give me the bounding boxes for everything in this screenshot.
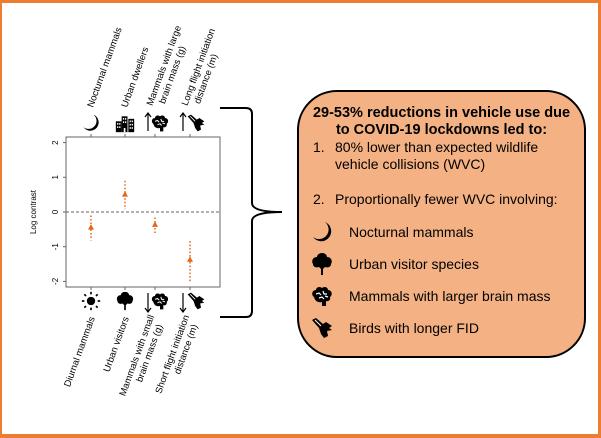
trait-nocturnal: Nocturnal mammals (309, 220, 473, 244)
summary-title-line-1: 29-53% reductions in vehicle use due (312, 105, 571, 121)
y-tick-label: 2 (51, 140, 60, 145)
trait-label: Birds with longer FID (349, 320, 479, 336)
curly-bracket (220, 107, 283, 318)
brain-icon (151, 292, 169, 310)
arrowhead (179, 112, 187, 118)
y-axis: 2 1 0 -1 -2 (51, 140, 66, 285)
bird-icon (187, 292, 205, 310)
y-axis-label: Log contrast (29, 189, 38, 234)
x-ticks (90, 134, 191, 290)
finding-2: 2. Proportionally fewer WVC involving: (313, 191, 558, 208)
summary-title-line-2: to COVID-19 lockdowns led to: (335, 122, 548, 138)
buildings-icon (115, 116, 135, 133)
data-point (122, 191, 128, 197)
trait-label: Nocturnal mammals (349, 224, 474, 240)
y-tick-label: -2 (51, 277, 60, 285)
y-tick-label: 0 (51, 209, 60, 214)
trait-label: Urban visitor species (349, 256, 479, 272)
arrowhead (179, 307, 187, 313)
tree-icon (116, 291, 134, 311)
finding-1-line-1: 80% lower than expected wildlife (335, 139, 539, 155)
bird-icon (309, 316, 335, 340)
brain-icon (309, 284, 335, 308)
tree-icon (309, 252, 335, 276)
bird-icon (187, 114, 205, 132)
trait-label: Mammals with larger brain mass (349, 288, 551, 304)
top-category-label: Long flight initiationdistance (m) (180, 27, 228, 111)
data-point (152, 221, 158, 227)
finding-2-text: Proportionally fewer WVC involving: (335, 191, 558, 207)
summary-title: 29-53% reductions in vehicle use due to … (299, 105, 584, 139)
moon-icon (83, 114, 99, 131)
arrowhead (144, 112, 152, 118)
data-point (88, 224, 94, 230)
summary-box: 29-53% reductions in vehicle use due to … (297, 90, 586, 358)
y-tick-label: 1 (51, 175, 60, 180)
moon-icon (309, 220, 335, 244)
trait-urban-visitor: Urban visitor species (309, 252, 479, 276)
data-marks (88, 180, 193, 282)
sun-icon (81, 291, 101, 311)
arrowhead (144, 307, 152, 313)
trait-bird-fid: Birds with longer FID (309, 316, 479, 340)
top-category-label: Nocturnal mammals (85, 26, 124, 109)
finding-1-line-2: vehicle collisions (WVC) (335, 156, 486, 172)
finding-1-number: 1. (313, 139, 325, 155)
data-point (187, 256, 193, 262)
trait-brain-mass: Mammals with larger brain mass (309, 284, 551, 308)
y-tick-label: -1 (51, 243, 60, 251)
finding-2-number: 2. (313, 191, 325, 207)
bottom-category-label: Diurnal mammals (62, 315, 98, 388)
brain-icon (151, 114, 169, 132)
